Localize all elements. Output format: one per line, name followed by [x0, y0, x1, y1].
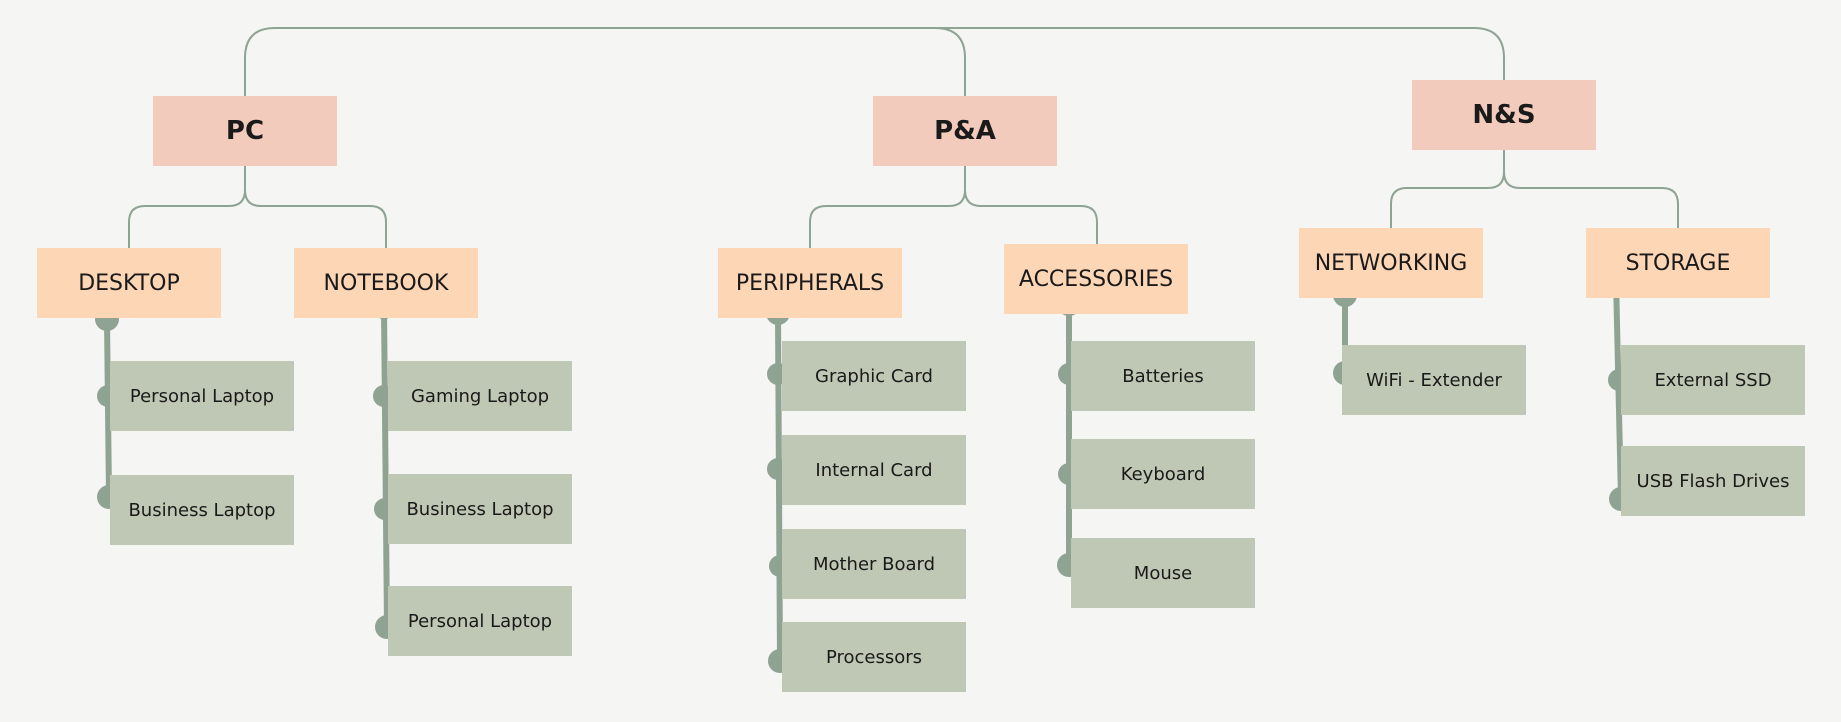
item-box: Mouse: [1071, 538, 1255, 608]
item-box: Internal Card: [782, 435, 966, 505]
subcategory-box-accessories: ACCESSORIES: [1004, 244, 1188, 314]
item-box: Graphic Card: [782, 341, 966, 411]
ns-connector: [1390, 150, 1679, 228]
subcategory-box-storage: STORAGE: [1586, 228, 1770, 298]
item-box: Keyboard: [1071, 439, 1255, 509]
item-box: Gaming Laptop: [388, 361, 572, 431]
notebook-timeline-bar: [381, 304, 390, 630]
item-box: Mother Board: [782, 529, 966, 599]
subcategory-box-desktop: DESKTOP: [37, 248, 221, 318]
subcategory-box-peripherals: PERIPHERALS: [718, 248, 902, 318]
pc-connector: [128, 166, 387, 248]
pa-connector: [809, 166, 1098, 248]
item-box: Business Laptop: [388, 474, 572, 544]
item-box: External SSD: [1621, 345, 1805, 415]
item-box: Business Laptop: [110, 475, 294, 545]
subcategory-box-networking: NETWORKING: [1299, 228, 1483, 298]
subcategory-box-notebook: NOTEBOOK: [294, 248, 478, 318]
item-box: USB Flash Drives: [1621, 446, 1805, 516]
item-box: WiFi - Extender: [1342, 345, 1526, 415]
category-box-ns: N&S: [1412, 80, 1596, 150]
item-box: Processors: [782, 622, 966, 692]
item-box: Personal Laptop: [388, 586, 572, 656]
root-connector: [244, 27, 1505, 96]
category-box-pa: P&A: [873, 96, 1057, 166]
category-box-pc: PC: [153, 96, 337, 166]
item-box: Personal Laptop: [110, 361, 294, 431]
item-box: Batteries: [1071, 341, 1255, 411]
desktop-timeline-bar: [104, 316, 112, 500]
